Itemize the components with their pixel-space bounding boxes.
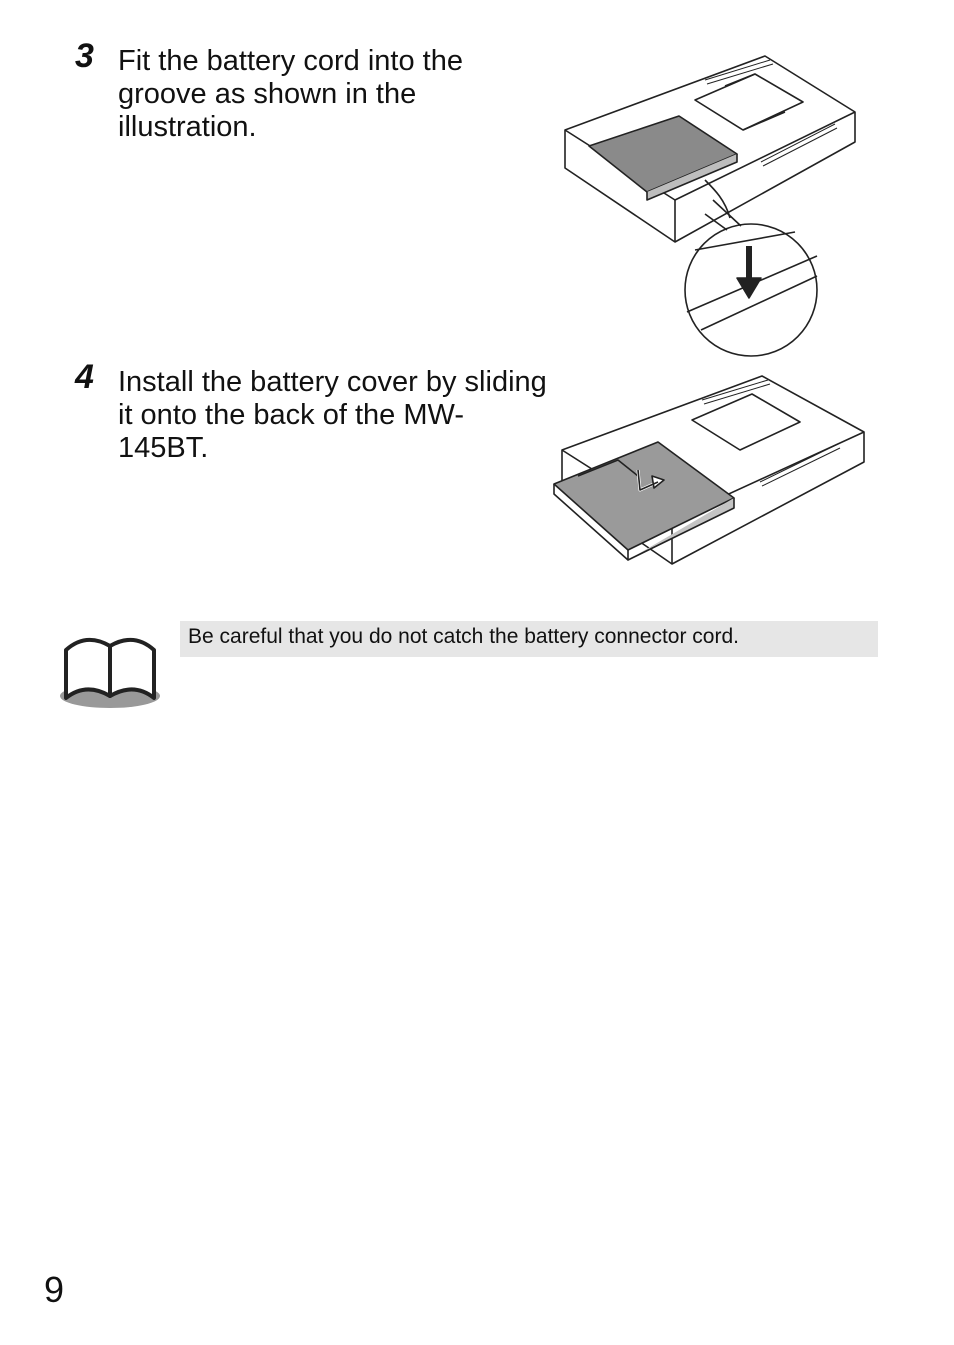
step-instruction: Install the battery cover by sliding it … — [118, 366, 547, 464]
step-number: 3 — [75, 37, 94, 75]
battery-cord-groove-illustration — [564, 55, 856, 357]
step-number: 4 — [75, 358, 94, 396]
open-book-icon — [60, 638, 160, 708]
step-instruction: Fit the battery cord into the groove as … — [118, 45, 463, 143]
page-number: 9 — [44, 1269, 65, 1310]
note-box: Be careful that you do not catch the bat… — [180, 621, 878, 657]
note-text: Be careful that you do not catch the bat… — [188, 625, 739, 648]
battery-cover-install-illustration — [553, 375, 865, 565]
